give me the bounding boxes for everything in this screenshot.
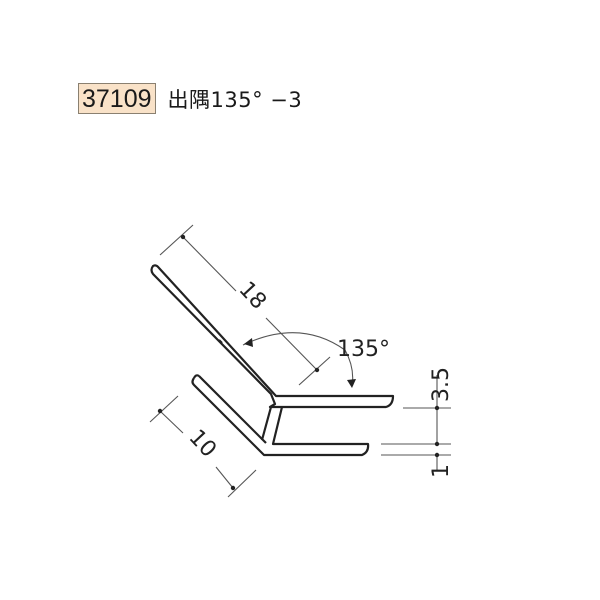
dimension-10-label: 10 bbox=[184, 425, 221, 463]
dimension-lines bbox=[149, 224, 451, 498]
part-number-badge: 37109 bbox=[78, 83, 156, 114]
product-header: 37109 出隅135° −3 bbox=[78, 83, 302, 114]
dimension-1-label: 1 bbox=[429, 464, 454, 478]
profile-shape bbox=[150, 264, 395, 457]
dimension-18-label: 18 bbox=[234, 277, 271, 315]
angle-label: 135° bbox=[337, 337, 390, 362]
dimension-3-5-label: 3.5 bbox=[429, 367, 454, 402]
product-title: 出隅135° −3 bbox=[167, 87, 303, 112]
